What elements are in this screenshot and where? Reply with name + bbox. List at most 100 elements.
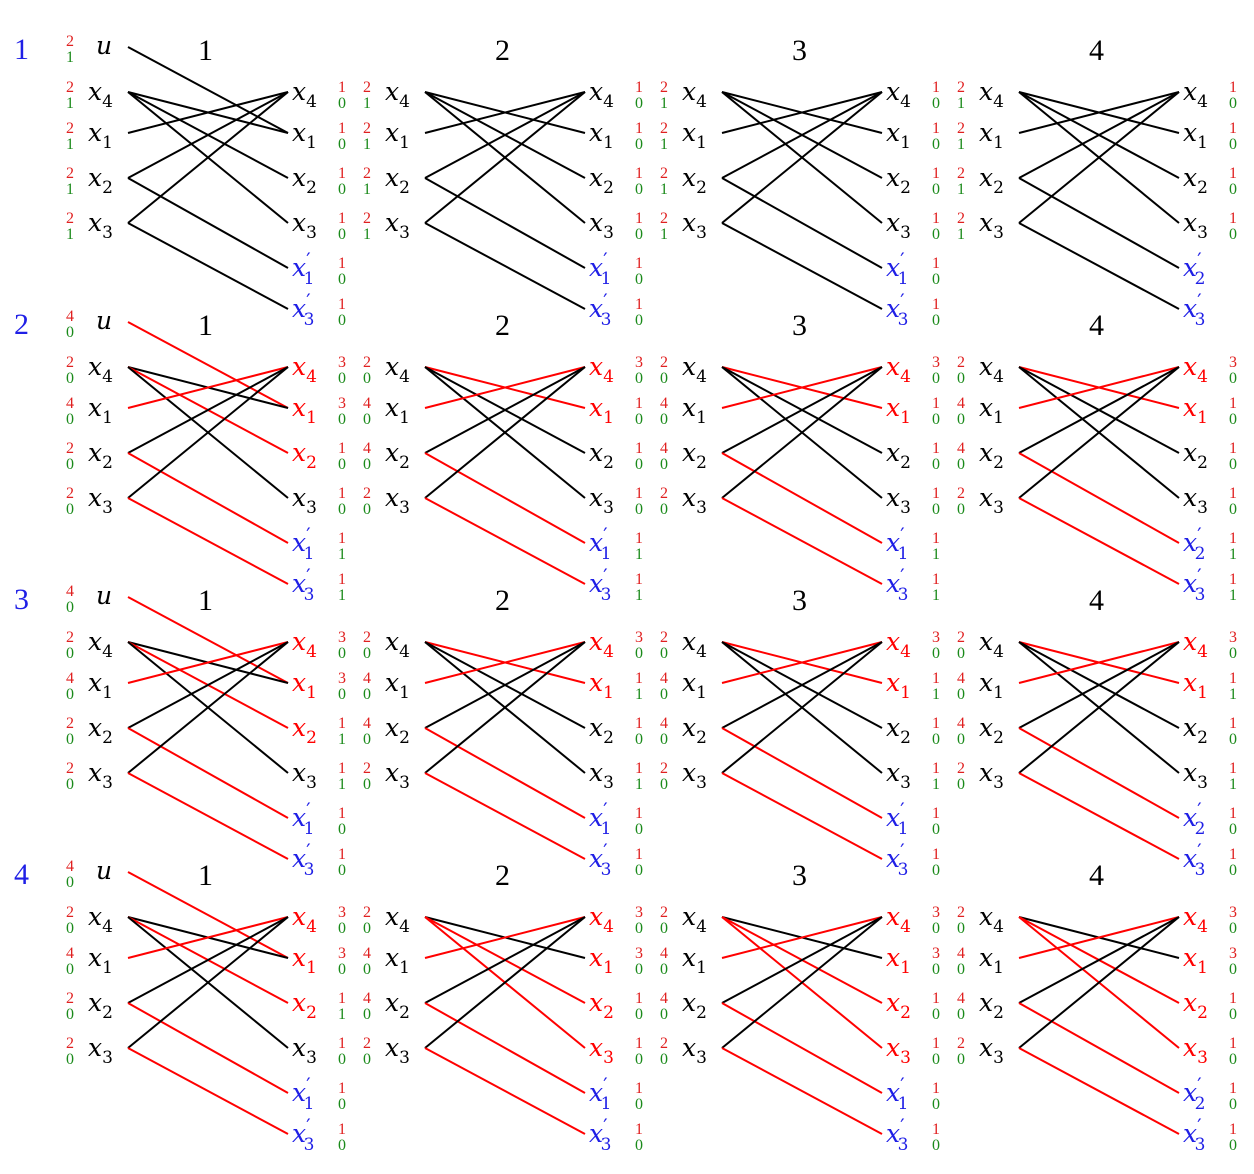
left-node-x3: x3 (682, 1033, 707, 1068)
right-node-4: x′1 (886, 248, 908, 289)
right-count-2-top: 1 (1229, 165, 1237, 182)
step-panel-1-3: 3x421x121x221x321x410x110x210x310x′110x′… (660, 34, 940, 330)
right-node-4: x′2 (1183, 1073, 1205, 1114)
right-count-3-top: 1 (932, 210, 940, 227)
left-count-x2-bottom: 0 (660, 456, 668, 473)
left-node-x3: x3 (88, 758, 113, 793)
right-node-2: x2 (1183, 438, 1208, 473)
right-count-0-bottom: 0 (635, 370, 643, 387)
left-count-x2-bottom: 1 (66, 181, 74, 198)
right-node-1: x1 (589, 943, 614, 978)
edge-x2-to-right-4 (127, 727, 289, 819)
right-count-4-bottom: 1 (338, 546, 346, 563)
left-node-x2: x2 (88, 438, 113, 473)
edge-x3-to-right-5 (127, 1047, 289, 1135)
left-node-x2: x2 (385, 163, 410, 198)
step-number: 1 (198, 584, 213, 617)
right-node-3: x3 (589, 758, 614, 793)
edge-x1-to-right-0 (721, 916, 883, 959)
right-count-4-bottom: 0 (635, 271, 643, 288)
edge-x3-to-right-0 (424, 91, 586, 224)
step-panel-1-1: 1u21x421x121x221x321x410x110x210x310x′11… (66, 31, 346, 330)
left-count-x2-bottom: 0 (363, 731, 371, 748)
left-count-x3-top: 2 (660, 485, 668, 502)
left-count-x2-bottom: 1 (363, 181, 371, 198)
right-count-4-top: 1 (635, 805, 643, 822)
right-node-5: x′3 (1183, 564, 1205, 605)
left-node-x4: x4 (88, 352, 113, 387)
right-count-0-bottom: 0 (932, 95, 940, 112)
left-node-x3: x3 (385, 758, 410, 793)
right-node-0: x4 (1183, 352, 1208, 387)
left-count-x4-top: 2 (660, 904, 668, 921)
right-count-5-bottom: 1 (1229, 587, 1237, 604)
edge-x3-to-right-5 (424, 1047, 586, 1135)
right-node-3: x3 (292, 208, 317, 243)
left-count-x3-bottom: 1 (66, 226, 74, 243)
left-count-x2-top: 4 (957, 715, 965, 732)
right-count-1-bottom: 0 (1229, 136, 1237, 153)
right-count-0-top: 3 (635, 354, 643, 371)
edge-x2-to-right-0 (1018, 916, 1180, 1004)
edge-x2-to-right-4 (1018, 1002, 1180, 1094)
right-count-0-top: 3 (338, 904, 346, 921)
left-node-x1: x1 (88, 393, 113, 428)
right-count-2-top: 1 (932, 165, 940, 182)
right-count-0-bottom: 0 (338, 920, 346, 937)
right-node-1: x1 (886, 393, 911, 428)
right-node-5: x′3 (292, 1114, 314, 1155)
right-count-3-top: 1 (338, 760, 346, 777)
left-node-x1: x1 (979, 118, 1004, 153)
right-count-0-top: 3 (635, 904, 643, 921)
edge-x3-to-right-0 (721, 916, 883, 1049)
right-count-1-top: 3 (338, 395, 346, 412)
left-count-x1-bottom: 0 (363, 686, 371, 703)
right-node-2: x2 (886, 713, 911, 748)
right-node-0: x4 (292, 77, 317, 112)
edge-x2-to-right-4 (721, 452, 883, 544)
right-count-3-top: 1 (1229, 485, 1237, 502)
left-node-x3: x3 (682, 483, 707, 518)
edge-x3-to-right-0 (1018, 366, 1180, 499)
edge-x2-to-right-4 (127, 452, 289, 544)
left-node-x4: x4 (979, 902, 1004, 937)
right-count-2-bottom: 0 (635, 731, 643, 748)
edge-x2-to-right-4 (1018, 177, 1180, 269)
right-node-1: x1 (292, 118, 317, 153)
left-node-x1: x1 (385, 393, 410, 428)
right-node-1: x1 (292, 668, 317, 703)
left-count-x3-top: 2 (66, 485, 74, 502)
right-node-3: x3 (1183, 483, 1208, 518)
right-node-0: x4 (292, 902, 317, 937)
u-count-bottom: 0 (66, 599, 74, 616)
left-count-x2-top: 4 (660, 990, 668, 1007)
right-node-5: x′3 (886, 1114, 908, 1155)
right-node-3: x3 (1183, 208, 1208, 243)
left-count-x4-top: 2 (660, 79, 668, 96)
edge-x2-to-right-0 (424, 366, 586, 454)
left-count-x4-bottom: 0 (660, 370, 668, 387)
edge-x3-to-right-0 (721, 91, 883, 224)
left-count-x1-top: 4 (957, 945, 965, 962)
edge-x3-to-right-0 (1018, 91, 1180, 224)
left-count-x3-top: 2 (957, 760, 965, 777)
left-count-x4-bottom: 1 (66, 95, 74, 112)
right-count-0-bottom: 0 (1229, 645, 1237, 662)
edge-x2-to-right-4 (1018, 452, 1180, 544)
left-node-x4: x4 (88, 77, 113, 112)
left-count-x4-top: 2 (66, 79, 74, 96)
left-node-x2: x2 (979, 163, 1004, 198)
right-count-0-bottom: 0 (1229, 370, 1237, 387)
right-count-1-bottom: 0 (635, 411, 643, 428)
right-count-1-top: 1 (932, 395, 940, 412)
right-node-4: x′1 (589, 1073, 611, 1114)
edge-u-to-right-1 (127, 596, 289, 684)
edge-x2-to-right-4 (127, 1002, 289, 1094)
right-count-2-bottom: 0 (635, 181, 643, 198)
right-count-5-top: 1 (932, 571, 940, 588)
right-node-1: x1 (1183, 668, 1208, 703)
step-panel-4-4: 4x420x140x240x320x430x130x210x310x′210x′… (957, 859, 1237, 1155)
left-count-x4-top: 2 (363, 79, 371, 96)
u-count-top: 2 (66, 33, 74, 50)
